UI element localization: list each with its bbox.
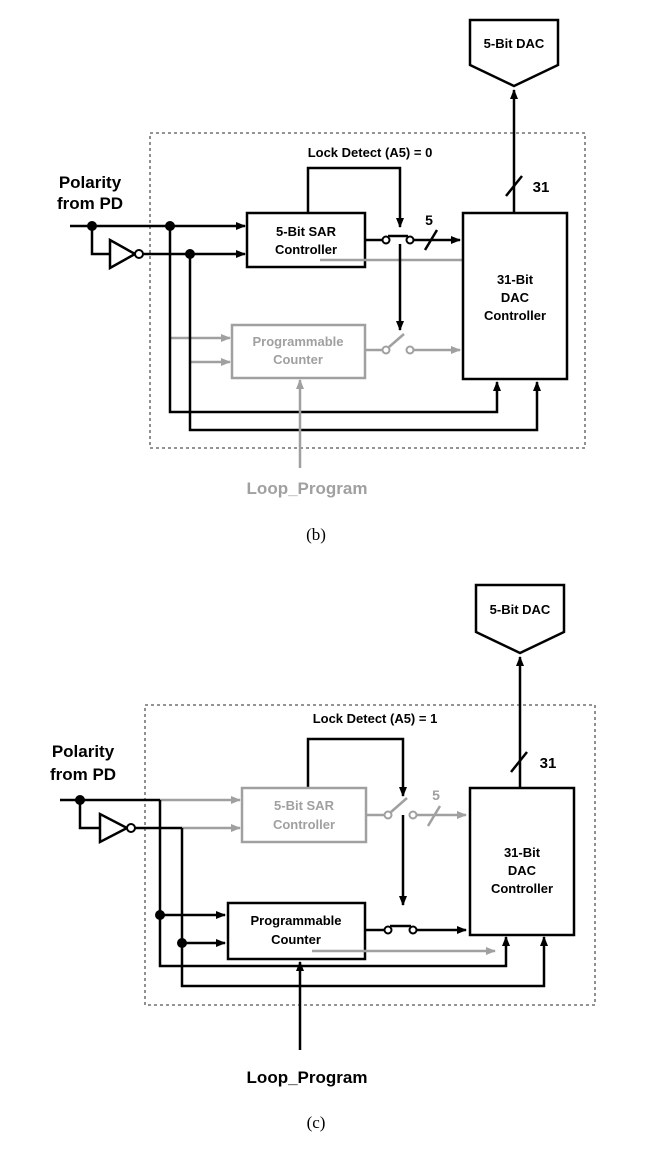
dac-ctrl-block-b (461, 211, 569, 381)
bus-label-b2: 31 (533, 179, 550, 196)
counter-block-c (226, 901, 367, 961)
lock-loop-b (306, 166, 404, 228)
bus-label-c1: 5 (432, 787, 440, 803)
sar-block-c (240, 786, 368, 844)
polarity-c-2: from PD (50, 765, 116, 784)
sw-c2-b (408, 925, 418, 935)
dac-label-b: 5-Bit DAC (484, 36, 545, 51)
feed-c-1 (158, 800, 510, 968)
caption-b: (b) (306, 525, 326, 544)
sw-b1-a (381, 235, 391, 245)
dac-ctrl-label-b-2: DAC (501, 290, 530, 305)
loop-program-b: Loop_Program (247, 479, 368, 498)
caption-c: (c) (307, 1113, 326, 1132)
sar-label-b-1: 5-Bit SAR (276, 224, 337, 239)
sw-b2-a (381, 345, 391, 355)
inverter-bubble-b (134, 249, 144, 259)
sar-label-c-1: 5-Bit SAR (274, 798, 335, 813)
dac-ctrl-label-c-2: DAC (508, 863, 537, 878)
lock-loop-c (306, 737, 407, 797)
feed-c-2 (180, 828, 548, 988)
polarity-b-1: Polarity (59, 173, 122, 192)
lock-detect-b: Lock Detect (A5) = 0 (308, 145, 433, 160)
sar-block-b (245, 211, 367, 269)
inv-path-b (90, 226, 110, 256)
feed-b-2 (188, 254, 541, 432)
inv-path-c (78, 800, 100, 830)
polarity-c-1: Polarity (52, 742, 115, 761)
inverter-b (108, 237, 138, 271)
dac-ctrl-label-c-3: Controller (491, 881, 553, 896)
counter-label-c-1: Programmable (250, 913, 341, 928)
sar-label-c-2: Controller (273, 817, 335, 832)
bus-label-b1: 5 (425, 212, 433, 228)
dac-ctrl-label-b-3: Controller (484, 308, 546, 323)
bus-slash-c2 (510, 751, 528, 773)
boundary-c (144, 704, 596, 1006)
boundary-b (149, 132, 586, 449)
dac-ctrl-label-c-1: 31-Bit (504, 845, 541, 860)
sw-c1-arm (390, 797, 408, 813)
bus-slash-b1 (423, 229, 439, 251)
feed-b-1 (168, 226, 501, 414)
sw-c1-a (383, 810, 393, 820)
counter-label-b-2: Counter (273, 352, 323, 367)
bus-slash-c1 (426, 805, 442, 827)
polarity-b-2: from PD (57, 194, 123, 213)
inverter-bubble-c (126, 823, 136, 833)
sw-c1-b (408, 810, 418, 820)
bus-slash-b2 (505, 175, 523, 197)
sar-label-b-2: Controller (275, 242, 337, 257)
sw-b1-b (405, 235, 415, 245)
lock-detect-c: Lock Detect (A5) = 1 (313, 711, 438, 726)
sw-b2-arm (388, 333, 405, 348)
counter-block-b (230, 323, 367, 380)
panel-c: 5-Bit DAC Lock Detect (A5) = 1 Polarity … (50, 583, 596, 1132)
panel-b: 5-Bit DAC Lock Detect (A5) = 0 Polarity … (57, 18, 586, 544)
bus-label-c2: 31 (540, 755, 557, 772)
sw-c2-a (383, 925, 393, 935)
counter-label-b-1: Programmable (252, 334, 343, 349)
sw-b2-b (405, 345, 415, 355)
dac-label-c: 5-Bit DAC (490, 602, 551, 617)
dac-ctrl-label-b-1: 31-Bit (497, 272, 534, 287)
dac-block-c (474, 583, 566, 655)
inverter-c (98, 811, 130, 845)
dac-ctrl-block-c (468, 786, 576, 937)
dac-block-b (468, 18, 560, 88)
loop-program-c: Loop_Program (247, 1068, 368, 1087)
counter-label-c-2: Counter (271, 932, 321, 947)
